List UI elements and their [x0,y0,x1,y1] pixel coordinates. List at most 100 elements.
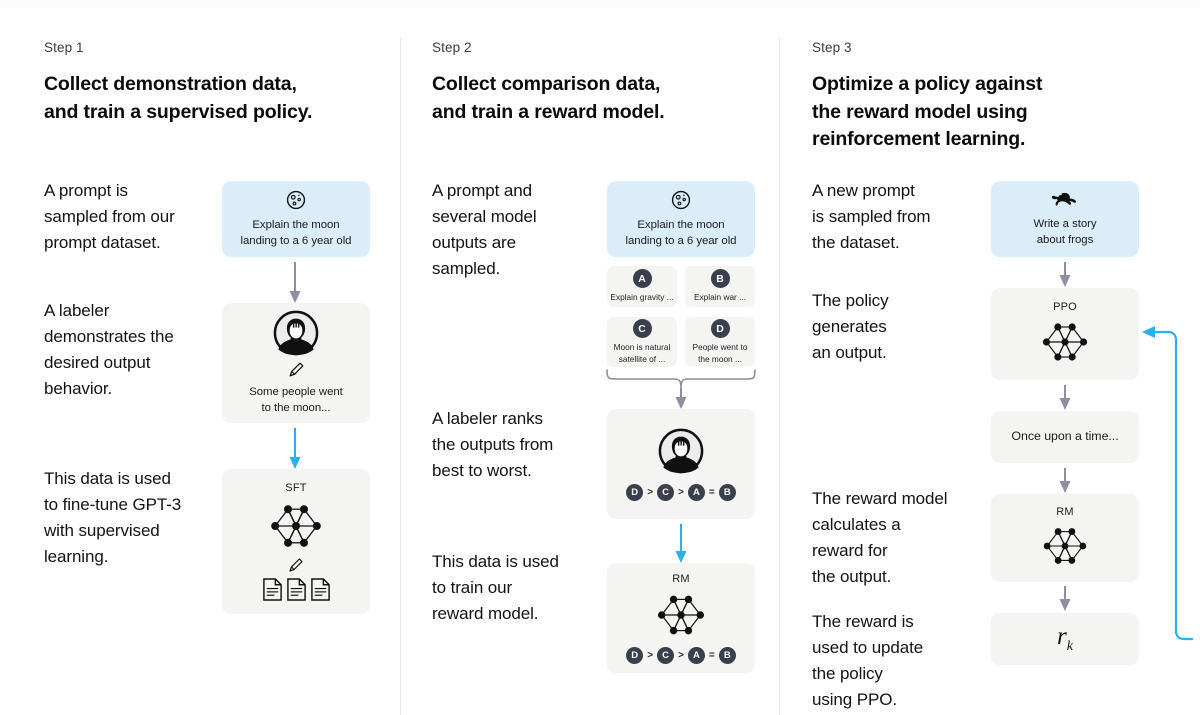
step-1-title-line-2: and train a supervised policy. [44,100,313,123]
step-3-paragraph-2: The policy generates an output. [812,291,889,362]
step-3-arrow-1 [1058,262,1072,288]
step-1-sft-card[interactable]: SFT [222,469,370,614]
step-3-rm-card[interactable]: RM [991,494,1139,582]
neural-net-icon [649,589,713,641]
rank-item-4: B [718,483,736,501]
column-divider-1 [400,38,401,715]
neural-net-icon [1034,522,1096,570]
step-1-paragraph-1: A prompt is sampled from our prompt data… [44,181,175,252]
step-3-rm-caption: RM [1056,506,1074,518]
step-3-output-text: Once upon a time... [1011,429,1119,444]
option-text-c: Moon is natural satellite of ... [613,342,671,364]
step-1-labeler-card[interactable]: Some people went to the moon... [222,303,370,423]
step-3-reward-card[interactable]: rk [991,613,1139,665]
step-3-ppo-caption: PPO [1053,301,1077,313]
reward-subscript: k [1066,639,1073,654]
step-1-prompt-text: Explain the moon landing to a 6 year old [240,218,352,247]
step-3-title-line-2: the reward model using [812,100,1028,123]
step-3-ppo-card[interactable]: PPO [991,288,1139,380]
step-1-labeler-text: Some people went to the moon... [249,385,343,414]
documents-icon-group [262,578,331,601]
step-2-rm-ranking-row: D > C > A = B [626,646,736,664]
neural-net-icon [264,498,328,554]
step-3-arrow-2 [1058,385,1072,411]
step-3-title-line-1: Optimize a policy against [812,73,1043,95]
step-1-paragraph-3: This data is used to fine-tune GPT-3 wit… [44,469,182,566]
option-badge-b: B [710,269,730,289]
step-3-column: Step 3 Optimize a policy against the rew… [812,40,1162,154]
pencil-icon [287,360,306,379]
step-3-label: Step 3 [812,40,852,55]
step-1-prompt-card[interactable]: Explain the moon landing to a 6 year old [222,181,370,257]
rm-rank-item-4: B [718,646,736,664]
option-badge-c: C [632,319,652,339]
step-2-prompt-card[interactable]: Explain the moon landing to a 6 year old [607,181,755,257]
step-3-paragraph-4: The reward is used to update the policy … [812,612,924,709]
pencil-icon [287,556,305,574]
step-2-ranking-card[interactable]: D > C > A = B [607,409,755,519]
rm-rank-op-3: = [708,649,715,661]
moon-icon [670,189,692,211]
rank-op-2: > [678,486,684,498]
step-2-paragraph-2: A labeler ranks the outputs from best to… [432,409,554,480]
step-1-title-line-1: Collect demonstration data, [44,73,297,95]
step-3-title-line-3: reinforcement learning. [812,128,1026,151]
rm-rank-item-3: A [687,646,705,664]
rm-rank-item-2: C [657,646,675,664]
option-text-a: Explain gravity ... [610,292,674,303]
option-card-d[interactable]: D People went to the moon ... [685,317,755,367]
step-2-column: Step 2 Collect comparison data, and trai… [432,40,772,126]
option-card-b[interactable]: B Explain war ... [685,266,755,307]
moon-icon [285,189,307,211]
person-icon [658,428,704,474]
rm-rank-op-2: > [678,649,684,661]
rm-rank-op-1: > [647,649,654,661]
step-3-output-card[interactable]: Once upon a time... [991,411,1139,463]
step-2-arrow-1 [674,388,688,410]
top-band [0,0,1200,8]
rank-item-1: D [626,483,644,501]
rm-rank-item-1: D [626,646,644,664]
step-3-title: Optimize a policy against the reward mod… [812,71,1162,154]
step-3-arrow-4 [1058,586,1072,612]
step-1-column: Step 1 Collect demonstration data, and t… [44,40,384,126]
rank-op-1: > [647,486,654,498]
option-text-d: People went to the moon ... [692,342,748,364]
step-1-arrow-2 [288,428,302,470]
option-badge-a: A [632,269,652,289]
option-card-a[interactable]: A Explain gravity ... [607,266,677,307]
step-3-arrow-3 [1058,468,1072,494]
step-2-title-line-1: Collect comparison data, [432,73,661,95]
option-card-c[interactable]: C Moon is natural satellite of ... [607,317,677,367]
step-2-prompt-text: Explain the moon landing to a 6 year old [625,218,737,247]
rank-item-2: C [657,483,675,501]
reward-value: rk [1057,623,1073,655]
rank-item-3: A [687,483,705,501]
step-2-rm-card[interactable]: RM D > C > A = B [607,563,755,673]
step-1-title: Collect demonstration data, and train a … [44,71,384,126]
step-1-paragraph-2: A labeler demonstrates the desired outpu… [44,301,174,398]
reward-symbol: r [1057,623,1067,650]
person-icon [273,310,319,356]
step-2-paragraph-1: A prompt and several model outputs are s… [432,181,537,278]
step-2-title: Collect comparison data, and train a rew… [432,71,772,126]
option-text-b: Explain war ... [693,292,747,303]
neural-net-icon [1034,317,1096,367]
step-2-label: Step 2 [432,40,472,55]
option-badge-d: D [710,319,730,339]
step-2-ranking-row: D > C > A = B [626,483,736,501]
column-divider-2 [779,38,780,715]
step-2-rm-caption: RM [672,572,690,585]
frog-icon [1051,190,1079,210]
reward-feedback-loop [1136,320,1198,645]
step-2-paragraph-3: This data is used to train our reward mo… [432,552,559,623]
step-3-paragraph-1: A new prompt is sampled from the dataset… [812,181,931,252]
step-3-prompt-card[interactable]: Write a story about frogs [991,181,1139,257]
rank-op-3: = [708,486,715,498]
step-1-arrow-1 [288,262,302,304]
step-3-paragraph-3: The reward model calculates a reward for… [812,489,948,586]
step-3-prompt-text: Write a story about frogs [1033,217,1097,246]
step-1-sft-caption: SFT [285,482,307,494]
step-2-arrow-2 [674,524,688,564]
